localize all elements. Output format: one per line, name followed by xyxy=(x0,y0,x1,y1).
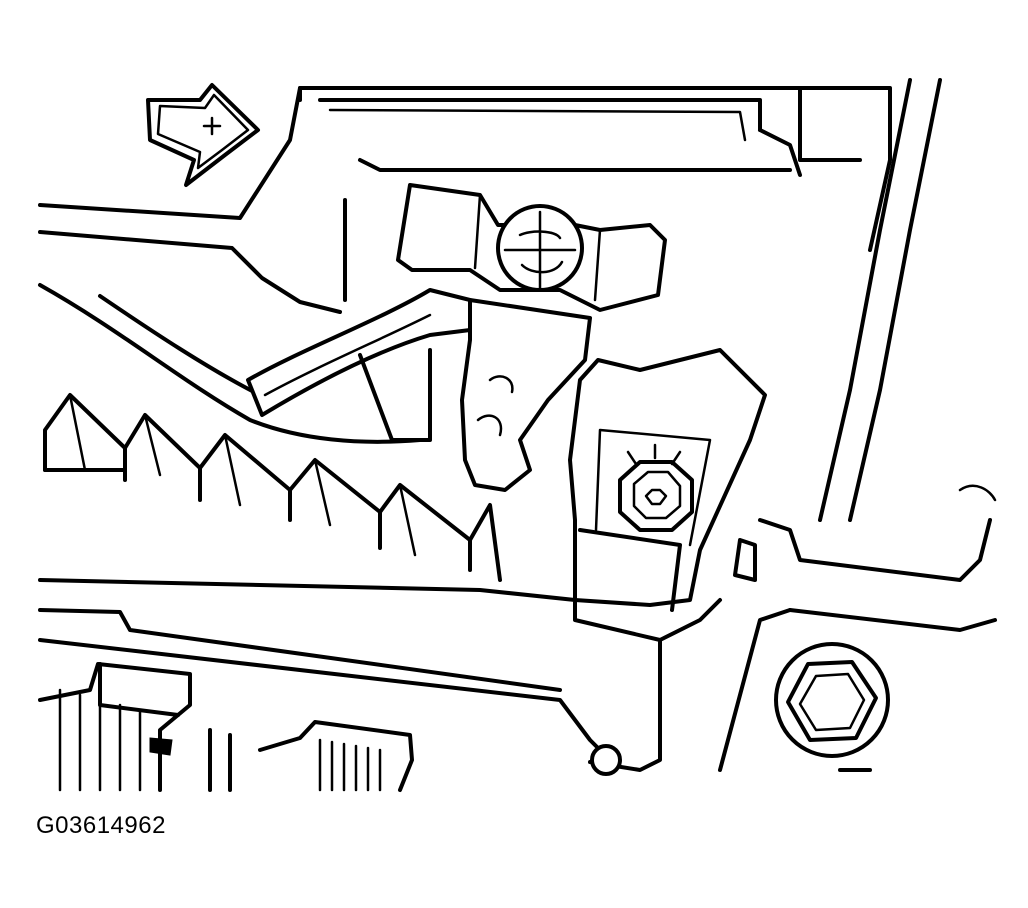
serrated-edge xyxy=(43,393,502,582)
hex-nut-icon xyxy=(618,443,694,532)
battery-positive-arrow-icon xyxy=(146,83,260,187)
hold-down-bracket xyxy=(568,348,767,612)
figure-id-label: G03614962 xyxy=(36,812,166,839)
hex-bolt-icon xyxy=(774,642,890,758)
battery-cable xyxy=(38,283,422,444)
battery-housing xyxy=(38,78,942,522)
side-panel xyxy=(718,484,997,772)
wing-nut-clamp-icon xyxy=(246,183,667,492)
connector-block xyxy=(38,662,414,792)
lower-tray xyxy=(38,578,722,776)
